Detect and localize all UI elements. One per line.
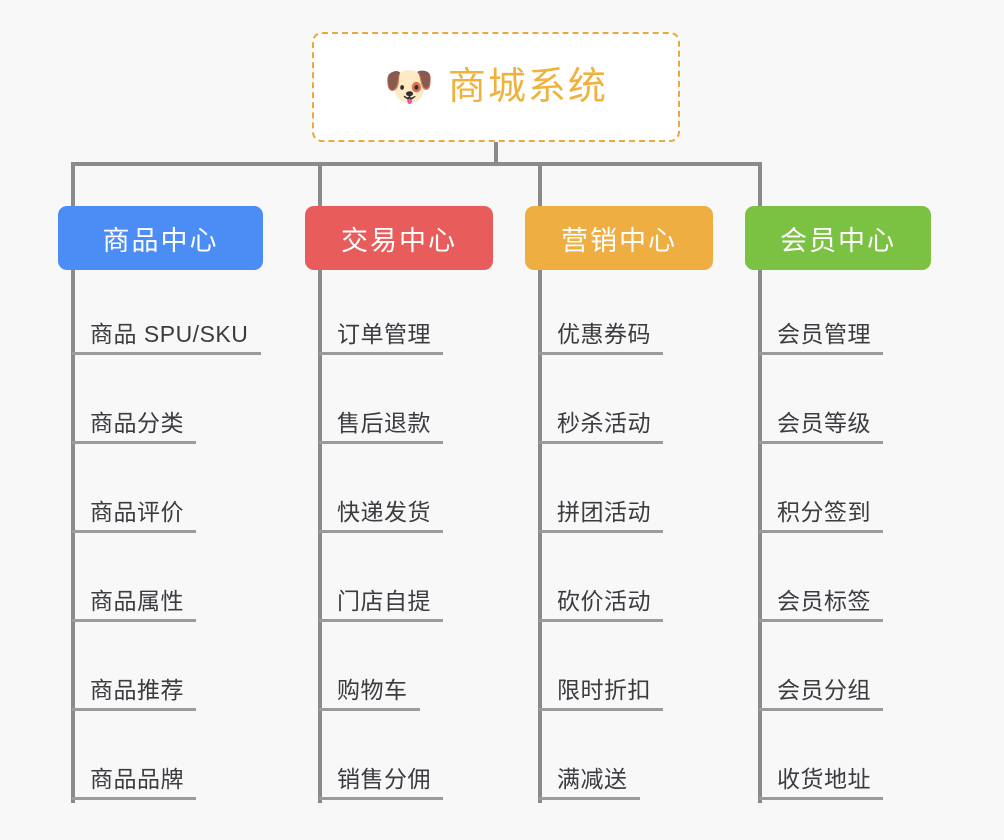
leaf-item-label: 积分签到: [777, 499, 871, 525]
leaf-item-label: 商品推荐: [90, 677, 184, 703]
leaf-item-underline: [759, 708, 883, 711]
branch-drop-line-1: [71, 162, 75, 206]
leaf-item[interactable]: 商品属性: [72, 533, 208, 622]
leaf-item-underline: [759, 441, 883, 444]
leaf-item-label: 商品分类: [90, 410, 184, 436]
column-trunk-line-1: [71, 270, 75, 803]
category-label: 会员中心: [780, 225, 896, 256]
leaf-item[interactable]: 收货地址: [759, 711, 895, 800]
leaf-item-label: 门店自提: [337, 588, 431, 614]
leaf-item[interactable]: 限时折扣: [539, 622, 675, 711]
leaf-item-underline: [539, 708, 663, 711]
leaf-item[interactable]: 砍价活动: [539, 533, 675, 622]
leaf-item-underline: [319, 441, 443, 444]
leaf-item-underline: [319, 530, 443, 533]
leaf-item-underline: [759, 797, 883, 800]
category-box-4[interactable]: 会员中心: [745, 206, 931, 270]
leaf-item-underline: [72, 708, 196, 711]
leaf-item-label: 限时折扣: [557, 677, 651, 703]
leaf-item[interactable]: 会员标签: [759, 533, 895, 622]
leaf-item-underline: [72, 797, 196, 800]
column-trunk-line-4: [758, 270, 762, 803]
leaf-item-underline: [539, 530, 663, 533]
leaf-item-label: 商品属性: [90, 588, 184, 614]
branch-drop-line-3: [538, 162, 542, 206]
category-box-1[interactable]: 商品中心: [58, 206, 263, 270]
leaf-item-underline: [72, 441, 196, 444]
leaf-item-underline: [539, 441, 663, 444]
leaf-item[interactable]: 售后退款: [319, 355, 455, 444]
category-box-2[interactable]: 交易中心: [305, 206, 493, 270]
category-box-3[interactable]: 营销中心: [525, 206, 713, 270]
leaf-item-underline: [539, 797, 640, 800]
leaf-item[interactable]: 会员等级: [759, 355, 895, 444]
leaf-item[interactable]: 优惠券码: [539, 266, 675, 355]
category-label: 商品中心: [102, 225, 219, 256]
leaf-item-underline: [759, 619, 883, 622]
root-title: 商城系统: [447, 66, 608, 108]
leaf-item-underline: [72, 352, 261, 355]
branch-drop-line-2: [318, 162, 322, 206]
category-label: 营销中心: [561, 225, 677, 256]
horizontal-bus-line: [71, 162, 762, 166]
leaf-item-label: 砍价活动: [557, 588, 651, 614]
leaf-item-label: 会员分组: [777, 677, 871, 703]
leaf-item-label: 收货地址: [777, 766, 871, 792]
leaf-item[interactable]: 商品分类: [72, 355, 208, 444]
leaf-item[interactable]: 商品 SPU/SKU: [72, 266, 273, 355]
leaf-item-underline: [72, 530, 196, 533]
leaf-item-label: 售后退款: [337, 410, 431, 436]
leaf-item[interactable]: 快递发货: [319, 444, 455, 533]
leaf-item[interactable]: 商品品牌: [72, 711, 208, 800]
leaf-item-underline: [539, 619, 663, 622]
leaf-item-underline: [539, 352, 663, 355]
leaf-item-label: 优惠券码: [557, 321, 651, 347]
leaf-item[interactable]: 满减送: [539, 711, 652, 800]
leaf-item-label: 订单管理: [337, 321, 431, 347]
leaf-item[interactable]: 订单管理: [319, 266, 455, 355]
leaf-item-underline: [319, 352, 443, 355]
leaf-item-underline: [72, 619, 196, 622]
leaf-item-underline: [319, 797, 443, 800]
leaf-item-label: 满减送: [557, 766, 628, 792]
leaf-item-label: 秒杀活动: [557, 410, 651, 436]
leaf-item[interactable]: 秒杀活动: [539, 355, 675, 444]
leaf-item-label: 会员管理: [777, 321, 871, 347]
leaf-item[interactable]: 拼团活动: [539, 444, 675, 533]
category-label: 交易中心: [341, 225, 457, 256]
leaf-item[interactable]: 销售分佣: [319, 711, 455, 800]
leaf-item-label: 商品评价: [90, 499, 184, 525]
column-trunk-line-2: [318, 270, 322, 803]
dog-face-icon: 🐶: [384, 65, 434, 109]
leaf-item[interactable]: 会员分组: [759, 622, 895, 711]
leaf-item[interactable]: 购物车: [319, 622, 432, 711]
leaf-item-underline: [759, 530, 883, 533]
leaf-item-label: 商品品牌: [90, 766, 184, 792]
leaf-item-label: 会员标签: [777, 588, 871, 614]
leaf-item-underline: [319, 619, 443, 622]
leaf-item[interactable]: 商品推荐: [72, 622, 208, 711]
column-trunk-line-3: [538, 270, 542, 803]
leaf-item-label: 拼团活动: [557, 499, 651, 525]
root-node[interactable]: 🐶 商城系统: [312, 32, 680, 142]
leaf-item-underline: [759, 352, 883, 355]
leaf-item-underline: [319, 708, 420, 711]
leaf-item-label: 快递发货: [337, 499, 431, 525]
leaf-item[interactable]: 商品评价: [72, 444, 208, 533]
leaf-item[interactable]: 门店自提: [319, 533, 455, 622]
leaf-item-label: 商品 SPU/SKU: [90, 321, 249, 347]
leaf-item[interactable]: 积分签到: [759, 444, 895, 533]
root-stem-line: [494, 142, 498, 166]
branch-drop-line-4: [758, 162, 762, 206]
leaf-item-label: 购物车: [337, 677, 408, 703]
leaf-item-label: 销售分佣: [337, 766, 431, 792]
leaf-item[interactable]: 会员管理: [759, 266, 895, 355]
leaf-item-label: 会员等级: [777, 410, 871, 436]
